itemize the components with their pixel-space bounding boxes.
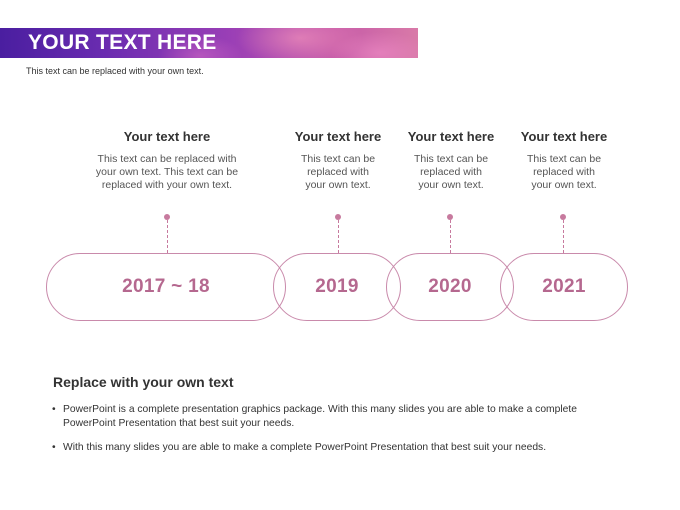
description-line: your own text. [418, 179, 484, 191]
column-description: This text can be replaced with your own … [82, 153, 252, 192]
description-line: replaced with your own text. [101, 179, 233, 191]
title-banner: YOUR TEXT HERE [0, 28, 418, 58]
year-pill-2019: 2019 [273, 253, 401, 321]
bullet-icon: • [52, 404, 56, 415]
description-line: your own text. This text can be [95, 166, 239, 178]
column-description: This text can be replaced with your own … [396, 153, 506, 192]
connector-line [167, 220, 168, 253]
year-pill-2017-18: 2017 ~ 18 [46, 253, 286, 321]
year-label: 2020 [428, 276, 472, 297]
column-title: Your text here [123, 129, 211, 144]
year-label: 2019 [315, 276, 359, 297]
page-subtitle: This text can be replaced with your own … [26, 66, 204, 76]
connector-dot [335, 214, 341, 220]
bullet-text-line: PowerPoint is a complete presentation gr… [63, 404, 577, 415]
year-pill-2020: 2020 [386, 253, 514, 321]
description-line: This text can be [300, 153, 376, 165]
column-description: This text can be replaced with your own … [509, 153, 619, 192]
description-line: This text can be [413, 153, 489, 165]
description-line: replaced with [533, 166, 595, 178]
connector-line [450, 220, 451, 253]
bullet-text-line: PowerPoint Presentation that best suit y… [63, 418, 295, 429]
timeline-column-4: Your text here This text can be replaced… [509, 128, 619, 192]
connector-dot [447, 214, 453, 220]
column-title: Your text here [520, 129, 608, 144]
timeline-column-2: Your text here This text can be replaced… [283, 128, 393, 192]
bullet-item: • With this many slides you are able to … [52, 441, 632, 455]
description-line: replaced with [420, 166, 482, 178]
section-heading: Replace with your own text [53, 374, 234, 390]
connector-line [338, 220, 339, 253]
description-line: This text can be [526, 153, 602, 165]
bullet-item: • PowerPoint is a complete presentation … [52, 403, 632, 431]
column-title: Your text here [407, 129, 495, 144]
description-line: your own text. [531, 179, 597, 191]
year-label: 2017 ~ 18 [122, 276, 210, 297]
year-pill-2021: 2021 [500, 253, 628, 321]
description-line: replaced with [307, 166, 369, 178]
column-description: This text can be replaced with your own … [283, 153, 393, 192]
timeline-column-1: Your text here This text can be replaced… [82, 128, 252, 192]
connector-line [563, 220, 564, 253]
year-label: 2021 [542, 276, 586, 297]
connector-dot [164, 214, 170, 220]
page-title: YOUR TEXT HERE [28, 31, 217, 54]
connector-dot [560, 214, 566, 220]
description-line: This text can be replaced with [97, 153, 237, 165]
bullet-icon: • [52, 442, 56, 453]
timeline-column-3: Your text here This text can be replaced… [396, 128, 506, 192]
description-line: your own text. [305, 179, 371, 191]
bullet-text-line: With this many slides you are able to ma… [63, 442, 547, 453]
bullet-list: • PowerPoint is a complete presentation … [52, 403, 632, 465]
column-title: Your text here [294, 129, 382, 144]
